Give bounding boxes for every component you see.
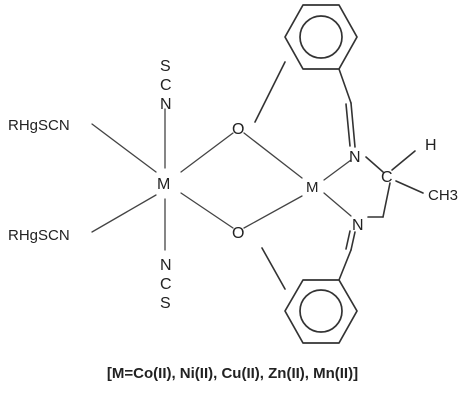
oxygen-bottom-label: O — [232, 225, 244, 242]
thiocyanate-top-n: N — [160, 96, 172, 113]
carbon-label: C — [381, 169, 393, 186]
metal-left-label: M — [157, 176, 170, 193]
ligand-top-label: RHgSCN — [8, 117, 70, 134]
nitrogen-top-label: N — [349, 149, 361, 166]
oxygen-top-label: O — [232, 121, 244, 138]
thiocyanate-bottom: N C S — [160, 257, 172, 312]
thiocyanate-top-c: C — [160, 77, 172, 94]
methyl-label: CH3 — [428, 187, 458, 204]
bottom-benzene-ring — [284, 279, 358, 344]
bonds — [91, 61, 424, 290]
thiocyanate-top: S C N — [160, 58, 172, 113]
thiocyanate-top-s: S — [160, 58, 171, 75]
metal-list-caption: [M=Co(II), Ni(II), Cu(II), Zn(II), Mn(II… — [106, 365, 359, 382]
thiocyanate-bottom-n: N — [160, 257, 172, 274]
nitrogen-bottom-label: N — [352, 217, 364, 234]
methyl-text: CH3 — [428, 187, 458, 204]
thiocyanate-bottom-c: C — [160, 276, 172, 293]
top-benzene-ring — [284, 4, 358, 70]
hydrogen-label: H — [425, 137, 437, 154]
thiocyanate-bottom-s: S — [160, 295, 171, 312]
metal-right-label: M — [306, 179, 319, 196]
ligand-bottom-label: RHgSCN — [8, 227, 70, 244]
